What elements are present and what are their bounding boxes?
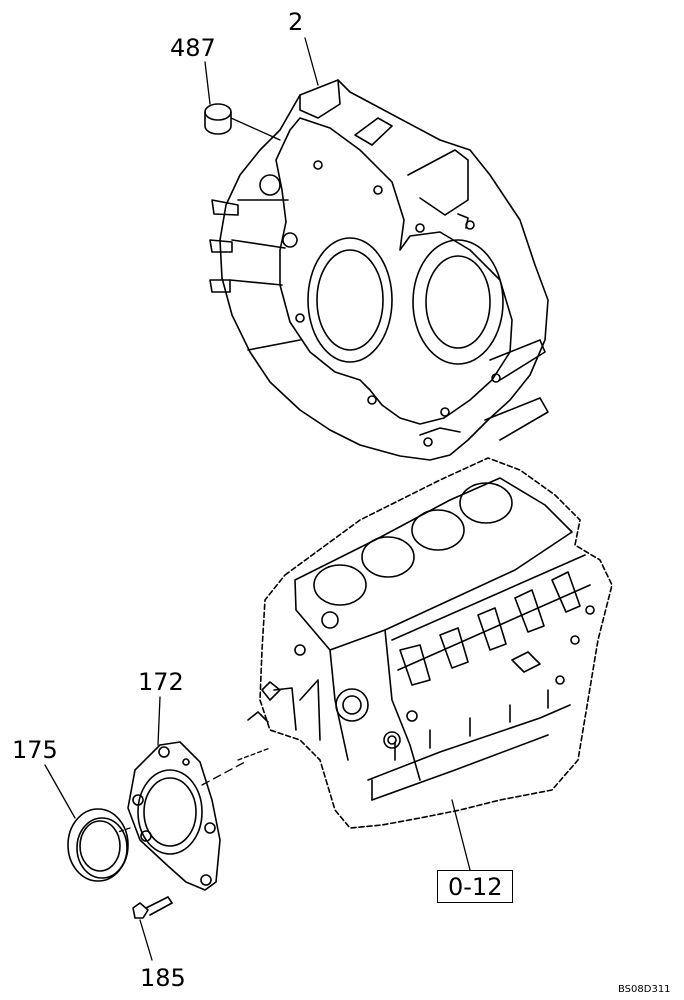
reference-box-cylinder-block: 0-12 [437, 870, 514, 903]
flywheel-housing [209, 79, 549, 461]
plug-part-487 [204, 103, 232, 135]
bolt [132, 896, 173, 919]
leader-lines [44, 37, 471, 961]
callout-part-487: 487 [170, 34, 216, 62]
cylinder-block [247, 457, 613, 829]
callout-part-172: 172 [138, 668, 184, 696]
callout-part-175: 175 [12, 736, 58, 764]
oil-seal [67, 808, 129, 882]
oil-seal-retainer [127, 741, 221, 891]
drawing-code: BS08D311 [618, 984, 671, 995]
callout-part-2: 2 [288, 8, 304, 36]
callout-part-185: 185 [140, 964, 186, 992]
